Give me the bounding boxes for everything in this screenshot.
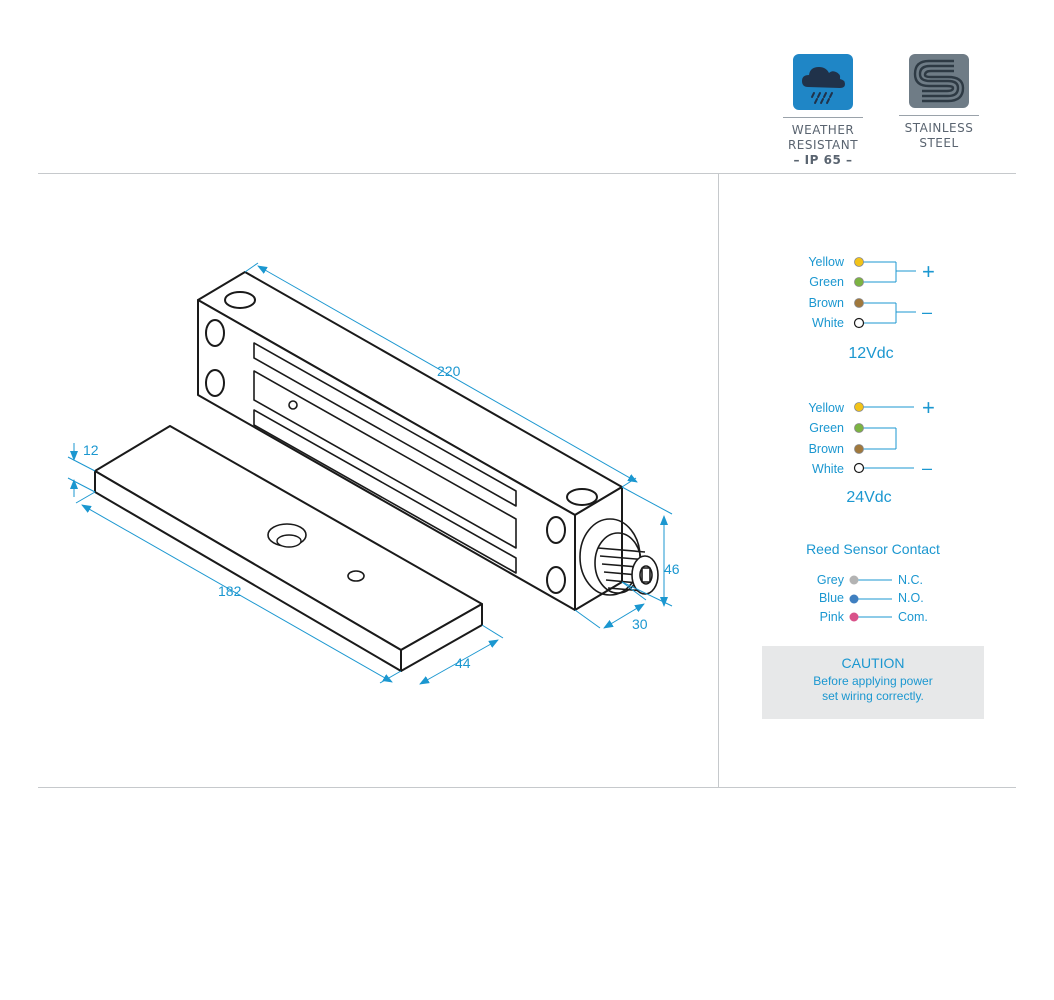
dim-plate-length-label: 182	[218, 583, 242, 599]
stainless-steel-badge: STAINLESS STEEL	[898, 53, 980, 151]
minus-sign-12v: –	[922, 302, 932, 322]
wiring-diagram: Yellow Green Brown White Yellow Green Br…	[806, 255, 940, 624]
stainless-steel-logo-icon	[909, 54, 969, 108]
wiring-12v	[859, 261, 916, 324]
dim-thickness-label: 12	[83, 442, 99, 458]
dim-length-label: 220	[437, 363, 461, 379]
wire-dot-12v-yellow	[854, 257, 864, 267]
wire-label-24v-yellow: Yellow	[808, 401, 845, 415]
reed-dot-pink	[849, 612, 859, 622]
badge-rule	[899, 115, 979, 116]
reed-label-blue: Blue	[819, 591, 844, 605]
reed-sensor-title: Reed Sensor Contact	[806, 541, 940, 557]
reed-contact-no: N.O.	[898, 591, 924, 605]
reed-label-grey: Grey	[817, 573, 845, 587]
caution-box: CAUTION Before applying power set wiring…	[762, 646, 984, 719]
dim-plate-length-line	[81, 504, 393, 683]
wire-label-12v-green: Green	[809, 275, 844, 289]
reed-label-pink: Pink	[820, 610, 845, 624]
caution-line2: set wiring correctly.	[822, 689, 924, 703]
steel-label-line2: STEEL	[919, 136, 959, 150]
dim-height-label: 46	[664, 561, 680, 577]
panel-divider	[718, 174, 719, 787]
reed-dot-grey	[849, 575, 859, 585]
wire-label-24v-white: White	[812, 462, 844, 476]
wire-label-12v-yellow: Yellow	[808, 255, 845, 269]
lock-technical-drawing: 220 12 182 44 46 30	[67, 262, 680, 685]
dim-width-label: 30	[632, 616, 648, 632]
steel-label-line1: STAINLESS	[904, 121, 974, 135]
top-divider	[38, 173, 1016, 174]
caution-title: CAUTION	[841, 655, 905, 671]
weather-label-line1: WEATHER	[791, 123, 855, 137]
wire-dot-12v-brown	[854, 298, 864, 308]
wire-dot-24v-white	[853, 462, 865, 474]
cable-connector	[579, 518, 659, 596]
rain-cloud-icon	[793, 54, 853, 110]
voltage-label-24v: 24Vdc	[846, 489, 891, 506]
minus-sign-24v: –	[922, 458, 932, 478]
plus-sign-24v: +	[922, 395, 935, 420]
reed-contact-com: Com.	[898, 610, 928, 624]
wire-label-12v-brown: Brown	[809, 296, 844, 310]
wire-dot-12v-green	[854, 277, 864, 287]
wire-label-24v-green: Green	[809, 421, 844, 435]
dim-width-line	[603, 603, 645, 629]
dim-plate-width-label: 44	[455, 655, 471, 671]
wire-label-12v-white: White	[812, 316, 844, 330]
wire-dot-24v-brown	[854, 444, 864, 454]
voltage-label-12v: 12Vdc	[848, 345, 893, 362]
reed-contact-nc: N.C.	[898, 573, 923, 587]
plus-sign-12v: +	[922, 259, 935, 284]
bottom-divider	[38, 787, 1016, 788]
ip-rating: – IP 65 –	[793, 153, 853, 167]
wire-dot-24v-green	[854, 423, 864, 433]
wire-dot-24v-yellow	[854, 402, 864, 412]
weather-label-line2: RESISTANT	[787, 138, 859, 152]
dim-length-line	[257, 265, 638, 483]
badge-rule	[783, 117, 863, 118]
wire-dot-12v-white	[853, 317, 865, 329]
dim-plate-width-line	[419, 639, 499, 685]
caution-line1: Before applying power	[813, 674, 933, 688]
reed-dot-blue	[849, 594, 859, 604]
wire-label-24v-brown: Brown	[809, 442, 844, 456]
weather-resistant-badge: WEATHER RESISTANT – IP 65 –	[782, 53, 864, 168]
wiring-24v	[859, 406, 914, 469]
